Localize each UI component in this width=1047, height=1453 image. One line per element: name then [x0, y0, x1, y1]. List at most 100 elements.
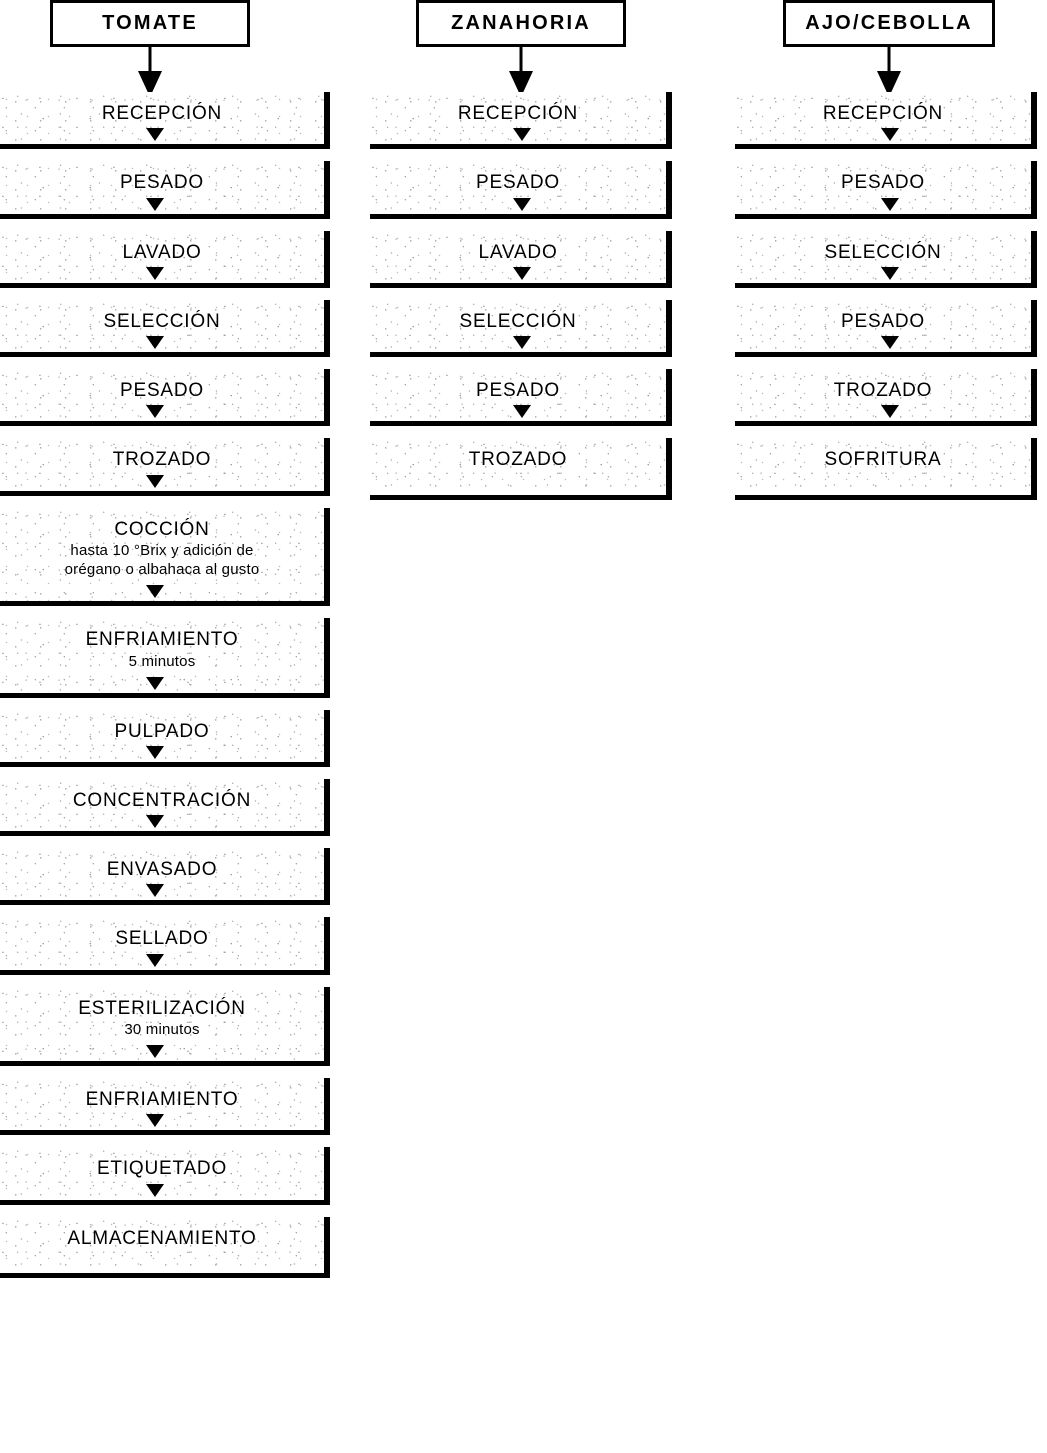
process-step: PESADO — [735, 161, 1037, 219]
step-label: ESTERILIZACIÓN — [78, 997, 246, 1019]
process-step: CONCENTRACIÓN — [0, 778, 330, 837]
header-connector-arrow-zanahoria — [370, 47, 672, 97]
step-label: PESADO — [476, 172, 560, 194]
arrow-down-icon — [146, 266, 164, 280]
process-step: RECEPCIÓN — [370, 92, 672, 150]
column-header-ajo-cebolla: AJO/CEBOLLA — [783, 0, 995, 47]
process-step: TROZADO — [370, 438, 672, 500]
step-label: PESADO — [120, 380, 204, 402]
arrow-down-icon — [513, 336, 531, 350]
step-label: SELECCIÓN — [459, 310, 577, 332]
process-step: PESADO — [370, 161, 672, 219]
step-label: RECEPCIÓN — [822, 103, 944, 124]
step-label: RECEPCIÓN — [101, 103, 223, 124]
process-step: ENVASADO — [0, 848, 330, 906]
process-step: TROZADO — [735, 369, 1037, 427]
arrow-down-icon — [146, 405, 164, 419]
step-label: PULPADO — [114, 720, 210, 742]
arrow-down-icon — [146, 336, 164, 350]
arrow-down-icon — [146, 884, 164, 898]
process-step: PULPADO — [0, 709, 330, 767]
step-list-tomate: RECEPCIÓN PESADO LAVADO SELECCIÓN PESADO TROZ… — [0, 92, 330, 1278]
arrow-down-icon — [513, 405, 531, 419]
process-step: SELECCIÓN — [0, 299, 330, 358]
connector-stem — [519, 47, 523, 75]
step-list-zanahoria: RECEPCIÓN PESADO LAVADO SELECCIÓN PESADO TROZ… — [370, 92, 672, 500]
step-label: PESADO — [476, 380, 560, 402]
process-step: SELECCIÓN — [370, 299, 672, 358]
process-step: PESADO — [0, 369, 330, 427]
arrow-down-icon — [881, 197, 899, 211]
step-label: LAVADO — [478, 241, 558, 263]
process-step: TROZADO — [0, 438, 330, 496]
process-step: LAVADO — [0, 230, 330, 288]
process-step: RECEPCIÓN — [0, 92, 330, 150]
arrow-down-icon — [513, 197, 531, 211]
arrow-down-icon — [513, 128, 531, 142]
step-label: PESADO — [841, 172, 925, 194]
process-step: ENFRIAMIENTO — [0, 1078, 330, 1136]
step-label: RECEPCIÓN — [457, 103, 579, 124]
step-label: SOFRITURA — [824, 449, 942, 471]
connector-stem — [887, 47, 891, 75]
arrow-down-icon — [513, 266, 531, 280]
step-label: ALMACENAMIENTO — [67, 1227, 257, 1249]
process-step: PESADO — [0, 161, 330, 219]
arrow-down-icon — [146, 745, 164, 759]
arrow-down-icon — [146, 1045, 164, 1059]
process-step: ETIQUETADO — [0, 1147, 330, 1205]
arrow-down-icon — [146, 128, 164, 142]
step-label: TROZADO — [833, 380, 933, 402]
arrow-down-icon — [138, 71, 162, 97]
arrow-down-icon — [881, 128, 899, 142]
arrow-down-icon — [146, 815, 164, 829]
step-label: ENFRIAMIENTO — [85, 629, 239, 651]
header-connector-arrow-ajo-cebolla — [735, 47, 1037, 97]
process-step: ALMACENAMIENTO — [0, 1216, 330, 1278]
step-label: ENFRIAMIENTO — [85, 1089, 239, 1111]
step-list-ajo-cebolla: RECEPCIÓN PESADO SELECCIÓN PESADO TROZADO SOF… — [735, 92, 1037, 500]
process-column-zanahoria: ZANAHORIA RECEPCIÓN PESADO LAVADO SELECCIÓN P… — [370, 0, 672, 512]
step-label: PESADO — [841, 310, 925, 332]
column-header-tomate: TOMATE — [50, 0, 250, 47]
process-column-ajo-cebolla: AJO/CEBOLLA RECEPCIÓN PESADO SELECCIÓN PESAD… — [735, 0, 1037, 512]
step-label: TROZADO — [112, 449, 212, 471]
step-label: COCCIÓN — [114, 518, 210, 540]
arrow-down-icon — [146, 953, 164, 967]
arrow-down-icon — [146, 474, 164, 488]
step-label: SELECCIÓN — [824, 241, 942, 263]
column-header-zanahoria: ZANAHORIA — [416, 0, 626, 47]
arrow-down-icon — [881, 336, 899, 350]
step-label: ENVASADO — [106, 859, 218, 881]
process-step: SOFRITURA — [735, 438, 1037, 500]
process-step: ESTERILIZACIÓN 30 minutos — [0, 986, 330, 1067]
step-label: CONCENTRACIÓN — [72, 789, 252, 811]
step-label: LAVADO — [122, 241, 202, 263]
process-step: PESADO — [370, 369, 672, 427]
step-sublabel: 30 minutos — [124, 1021, 200, 1039]
header-connector-arrow-tomate — [0, 47, 330, 97]
arrow-down-icon — [881, 266, 899, 280]
arrow-down-icon — [146, 1183, 164, 1197]
arrow-down-icon — [509, 71, 533, 97]
arrow-down-icon — [877, 71, 901, 97]
process-step: PESADO — [735, 299, 1037, 358]
step-sublabel: 5 minutos — [128, 652, 196, 670]
step-label: PESADO — [120, 172, 204, 194]
process-column-tomate: TOMATE RECEPCIÓN PESADO LAVADO SELECCIÓN PESA… — [0, 0, 330, 1290]
connector-stem — [148, 47, 152, 75]
arrow-down-icon — [881, 405, 899, 419]
process-step: SELECCIÓN — [735, 230, 1037, 288]
step-label: TROZADO — [468, 449, 568, 471]
arrow-down-icon — [146, 585, 164, 599]
step-label: SELLADO — [115, 928, 209, 950]
arrow-down-icon — [146, 197, 164, 211]
process-step: SELLADO — [0, 917, 330, 975]
process-step: LAVADO — [370, 230, 672, 288]
arrow-down-icon — [146, 1114, 164, 1128]
arrow-down-icon — [146, 676, 164, 690]
